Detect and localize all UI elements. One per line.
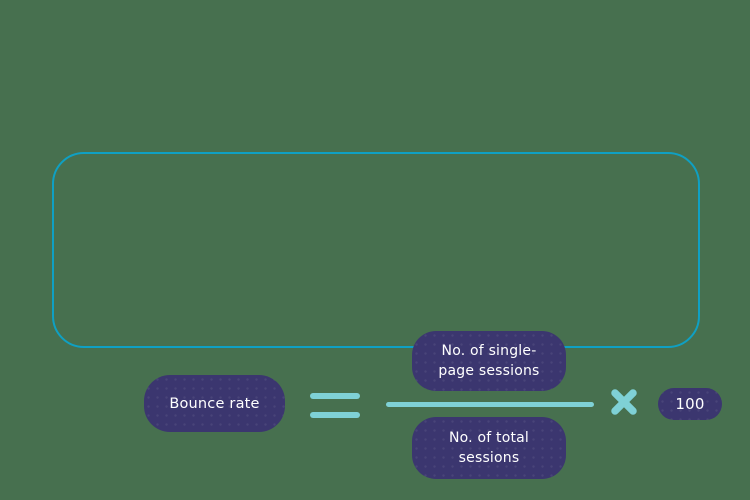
bounce-rate-label: Bounce rate [169, 395, 260, 412]
equals-bottom-bar [310, 412, 360, 418]
bounce-rate-pill: Bounce rate [144, 375, 285, 432]
denominator-label: No. of total sessions [448, 430, 530, 466]
multiply-icon [611, 389, 637, 415]
equals-icon [310, 393, 360, 418]
equals-top-bar [310, 393, 360, 399]
multiplier-value: 100 [675, 395, 705, 413]
denominator-pill: No. of total sessions [412, 417, 566, 479]
numerator-label: No. of single-page sessions [438, 343, 540, 379]
numerator-pill: No. of single-page sessions [412, 331, 566, 391]
fraction-bar [386, 402, 594, 407]
formula-container: Bounce rate No. of single-page sessions … [52, 152, 722, 479]
multiplier-pill: 100 [658, 388, 722, 420]
